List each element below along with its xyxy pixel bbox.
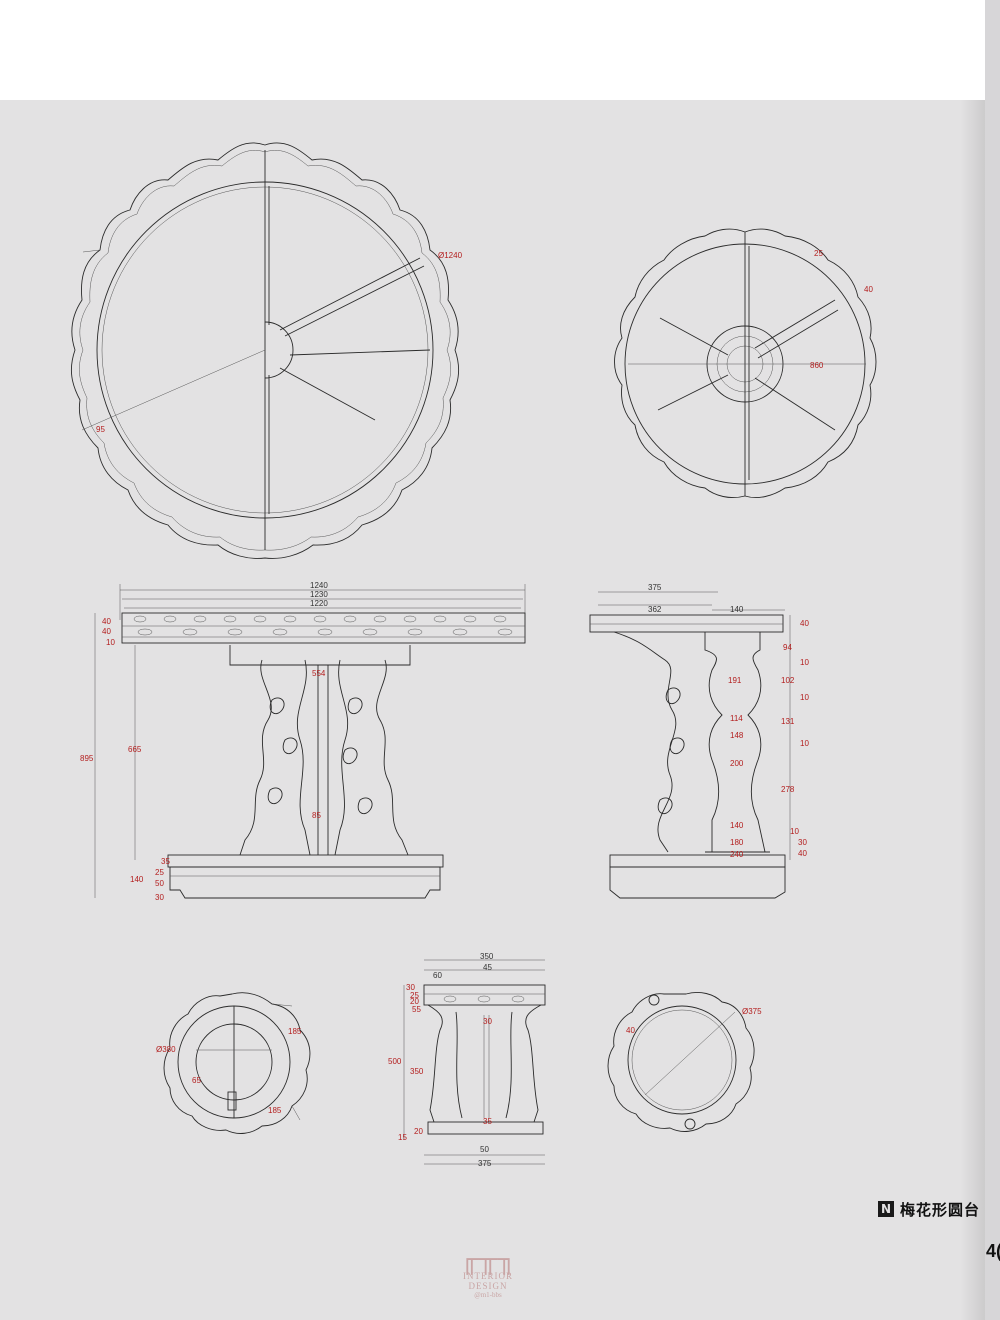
dim-stool-h30c: 30 [483,1017,492,1026]
dim-side-r40: 40 [800,619,809,628]
dim-front-w1: 1240 [310,581,328,590]
dim-side-d140: 140 [730,821,744,830]
stool-front-view: 350 45 60 30 25 20 55 500 350 15 20 30 3… [388,952,546,1168]
dim-side-r131: 131 [781,717,795,726]
dim-front-l40b: 40 [102,627,111,636]
side-section-view: 375 362 140 40 94 10 102 10 131 10 278 1… [589,583,809,899]
dim-side-w362: 362 [648,605,662,614]
dim-table-diameter: Ø1240 [438,251,463,260]
dim-side-r94: 94 [783,643,792,652]
caption: N 梅花形圆台 [878,1197,980,1221]
dim-table-rim: 95 [96,425,105,434]
dim-stool-h20: 20 [410,997,419,1006]
dim-side-r10b: 10 [800,693,809,702]
page-edge [985,0,1000,1320]
drawing-sheet [0,100,985,1320]
dim-side-r278: 278 [781,785,795,794]
page-number: 4( [986,1241,1000,1261]
page-shadow [960,100,985,1320]
caption-logo-icon: N [878,1201,894,1217]
watermark: ╓╥╖ INTERIOR DESIGN @m1-bbs [448,1245,528,1299]
dim-front-l140: 140 [130,875,144,884]
dim-side-d200: 200 [730,759,744,768]
stool-base-plan-view: Ø380 185 185 65 [156,992,311,1134]
dim-side-w375: 375 [648,583,662,592]
dim-stool-w350: 350 [480,952,494,961]
dim-stool-base-b185: 185 [268,1106,282,1115]
stool-top-plan-view: Ø375 40 [607,991,762,1132]
dim-base-d1: 25 [814,249,823,258]
dim-stool-base-c65: 65 [192,1076,201,1085]
dim-front-l85: 85 [312,811,321,820]
caption-title: 梅花形圆台 [900,1200,981,1219]
dim-side-d114: 114 [730,714,743,723]
dim-base-d2: 40 [864,285,873,294]
dim-front-l50: 50 [155,879,164,888]
dim-stool-top-diameter: Ø375 [742,1007,762,1016]
dim-stool-w45: 45 [483,963,492,972]
dim-stool-h25: 25 [410,991,419,1000]
dim-stool-base-diameter: Ø380 [156,1045,176,1054]
dim-stool-w60: 60 [433,971,442,980]
dim-stool-w50: 50 [480,1145,489,1154]
dim-stool-top-d40: 40 [626,1026,635,1035]
dim-side-r10a: 10 [800,658,809,667]
watermark-logo-icon: ╓╥╖ [460,1243,516,1273]
watermark-line2: @m1-bbs [474,1291,502,1299]
dim-stool-w375: 375 [478,1159,492,1168]
dim-front-l35: 35 [161,857,170,866]
dim-front-l554: 554 [312,669,326,678]
dim-front-l25: 25 [155,868,164,877]
table-top-plan-view: Ø1240 95 [70,142,463,559]
dim-stool-h55: 55 [412,1005,421,1014]
dim-side-r30: 30 [798,838,807,847]
dim-side-d240: 240 [730,850,744,859]
dim-base-d3: 860 [810,361,824,370]
front-elevation-view: 1240 1230 1220 [80,581,526,902]
dim-front-l30: 30 [155,893,164,902]
dim-stool-h30: 30 [406,983,415,992]
dim-side-d180: 180 [730,838,744,847]
dim-side-r10d: 10 [790,827,799,836]
base-plan-view: 25 40 860 [614,228,877,499]
front-frieze [133,615,513,636]
dim-side-r40b: 40 [798,849,807,858]
dim-front-w3: 1220 [310,599,328,608]
dim-side-r10c: 10 [800,739,809,748]
dim-front-l895: 895 [80,754,94,763]
dim-front-w2: 1230 [310,590,328,599]
dim-stool-h350: 350 [410,1067,424,1076]
dim-front-l10: 10 [106,638,115,647]
dim-side-r102: 102 [781,676,795,685]
dim-stool-h20b: 20 [414,1127,423,1136]
dim-front-l665: 665 [128,745,142,754]
dim-front-l40a: 40 [102,617,111,626]
dim-stool-base-a185: 185 [288,1027,302,1036]
dim-stool-h35: 35 [483,1117,492,1126]
dim-stool-h15: 15 [398,1133,407,1142]
dim-side-w140: 140 [730,605,744,614]
dim-side-d148: 148 [730,731,744,740]
dim-side-d191: 191 [728,676,742,685]
dim-stool-h500: 500 [388,1057,402,1066]
watermark-line1: INTERIOR DESIGN [463,1271,513,1291]
